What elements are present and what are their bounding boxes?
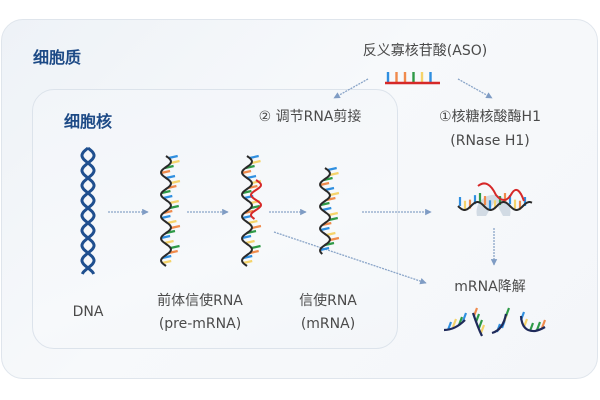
- nucleotide-base: [163, 194, 173, 200]
- arrow-aso-to-rnase: [457, 78, 493, 99]
- fragment-base: [535, 321, 542, 331]
- nucleotide-base: [329, 191, 340, 197]
- mrna-fragment-4: [519, 315, 546, 333]
- splicing-pathway-label: ② 调节RNA剪接: [258, 109, 362, 125]
- nucleotide-base: [168, 154, 178, 160]
- mrna-degradation-label: mRNA降解: [454, 279, 526, 295]
- nucleotide-base: [249, 154, 259, 160]
- arrows: [108, 78, 498, 285]
- nucleotide-base: [241, 234, 252, 240]
- nucleotide-base: [167, 219, 177, 225]
- rna-backbone: [241, 155, 253, 267]
- nucleotide-base: [327, 166, 337, 172]
- nucleotide-base: [251, 224, 262, 230]
- nucleotide-base: [170, 244, 180, 250]
- fragment-base: [451, 318, 458, 328]
- nucleotide-base: [164, 239, 174, 245]
- cytoplasm-title: 细胞质: [33, 48, 82, 67]
- nucleotide-base: [328, 211, 339, 217]
- pre-mrna-strand: [160, 154, 181, 267]
- nucleotide-base: [160, 169, 171, 175]
- nucleotide-base: [248, 219, 258, 225]
- nucleotide-base: [170, 159, 180, 165]
- dna-strand-2: [80, 146, 96, 275]
- nucleotide-base: [161, 214, 171, 220]
- rna-backbone: [319, 167, 331, 255]
- dna-double-helix: [80, 146, 96, 275]
- mrna-label-line2: (mRNA): [300, 316, 356, 332]
- nucleotide-base: [241, 169, 252, 175]
- nucleotide-base: [170, 224, 181, 230]
- mrna-strand: [319, 166, 340, 255]
- nucleotide-base: [324, 186, 335, 192]
- arrow-aso-to-splicing: [333, 78, 369, 99]
- rnase-pathway-label-line1: ①核糖核酸酶H1: [439, 109, 541, 125]
- nucleotide-base: [169, 204, 180, 210]
- nucleotide-base: [326, 231, 336, 237]
- nucleotide-base: [165, 174, 176, 180]
- mrna-fragments-icon: [443, 307, 547, 337]
- fragment-base: [540, 319, 547, 329]
- nucleotide-base: [322, 206, 332, 212]
- aso-label: 反义寡核苷酸(ASO): [362, 43, 488, 59]
- nucleotide-base: [251, 159, 261, 165]
- fragment-base: [479, 324, 486, 334]
- rnase-rna-backbone: [457, 201, 533, 211]
- nucleotide-base: [329, 171, 339, 177]
- arrow-splice-to-degradation: [273, 231, 427, 285]
- nucleotide-base: [251, 244, 261, 250]
- dna-label: DNA: [72, 304, 104, 320]
- rnase-pathway-label-line2: (RNase H1): [450, 133, 530, 149]
- bound-aso-strand: [249, 179, 263, 220]
- nucleotide-base: [319, 181, 330, 187]
- nucleotide-base: [328, 216, 339, 222]
- pre-mrna-label-line2: (pre-mRNA): [158, 316, 242, 332]
- nucleotide-base: [169, 199, 180, 205]
- fragment-base: [477, 319, 484, 329]
- aso-icon: [385, 72, 440, 85]
- mrna-label-line1: 信使RNA: [299, 293, 357, 309]
- nucleotide-base: [319, 246, 330, 252]
- mrna-fragment-1: [443, 319, 466, 332]
- nucleotide-base: [250, 204, 261, 210]
- nucleotide-base: [242, 214, 252, 220]
- nucleotide-base: [170, 179, 181, 185]
- nucleotide-base: [161, 259, 172, 265]
- fragment-base: [461, 312, 468, 322]
- nucleotide-base: [160, 234, 171, 240]
- nucleotide-base: [246, 174, 257, 180]
- nucleus-title: 细胞核: [64, 112, 113, 131]
- pre-mrna-with-aso-strand: [241, 154, 263, 267]
- nucleotide-base: [242, 259, 253, 265]
- nucleotide-base: [329, 236, 340, 242]
- rna-backbone: [160, 155, 172, 267]
- mrna-fragment-2: [471, 312, 483, 337]
- nucleotide-base: [245, 239, 255, 245]
- nucleotide-base: [320, 226, 330, 232]
- pre-mrna-label-line1: 前体信使RNA: [157, 293, 243, 309]
- rnase-h1-complex-icon: [457, 182, 533, 216]
- mrna-fragment-3: [491, 313, 508, 335]
- rnase-aso-strand: [477, 182, 525, 202]
